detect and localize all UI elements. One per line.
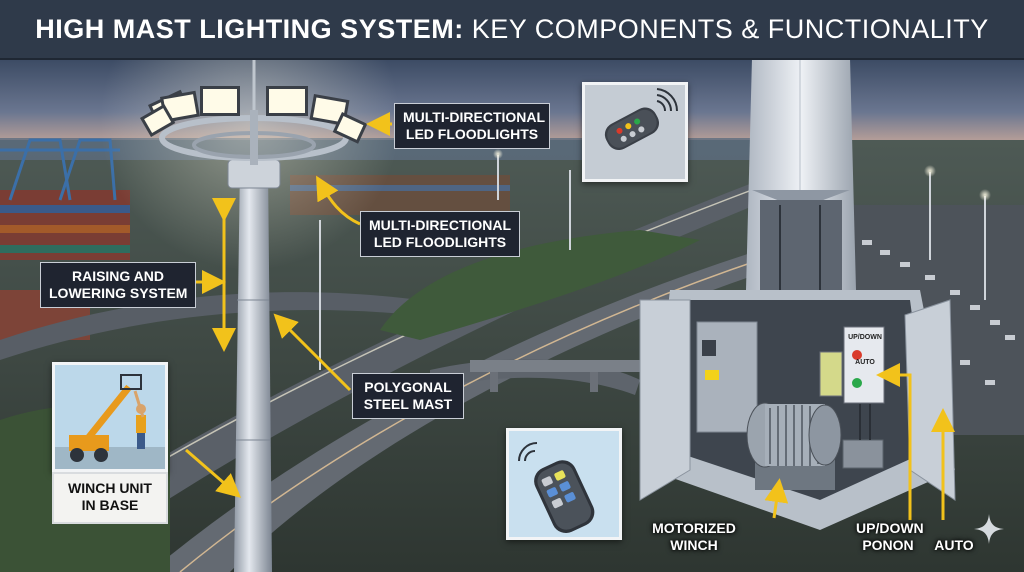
- label-line: WINCH UNIT: [68, 480, 152, 496]
- label-line: MULTI-DIRECTIONAL: [369, 217, 512, 233]
- page-title: HIGH MAST LIGHTING SYSTEM: KEY COMPONENT…: [35, 14, 989, 45]
- label-updown-ponon: UP/DOWN PONON: [848, 515, 928, 559]
- label-raising-lowering: RAISING AND LOWERING SYSTEM: [40, 262, 196, 308]
- high-mast-pole: [227, 58, 281, 572]
- callout-arrows: [185, 112, 955, 520]
- label-line: STEEL MAST: [363, 396, 453, 412]
- label-auto: AUTO: [924, 532, 984, 559]
- sparkle-icon: [974, 514, 1004, 544]
- title-bold: HIGH MAST LIGHTING SYSTEM:: [35, 13, 464, 44]
- title-bar: HIGH MAST LIGHTING SYSTEM: KEY COMPONENT…: [0, 0, 1024, 60]
- label-line: IN BASE: [81, 497, 139, 513]
- label-floodlights-top: MULTI-DIRECTIONAL LED FLOODLIGHTS: [394, 103, 550, 149]
- signal-waves-icon: [656, 88, 679, 112]
- remote-control-icon: [604, 88, 679, 151]
- label-line: RAISING AND: [71, 268, 165, 284]
- worker-inset: [52, 362, 168, 472]
- label-line: PONON: [862, 537, 914, 553]
- label-line: AUTO: [934, 537, 974, 553]
- worker-lift-illustration: [55, 374, 165, 469]
- label-polygonal-mast: POLYGONAL STEEL MAST: [352, 373, 464, 419]
- label-line: POLYGONAL: [364, 379, 452, 395]
- cutaway-mast: [746, 58, 856, 290]
- remote-control-icon: [518, 442, 595, 534]
- panel-updown: UP/DOWN: [848, 334, 882, 341]
- label-line: WINCH: [670, 537, 718, 553]
- label-line: MOTORIZED: [652, 520, 736, 536]
- label-winch-unit-in-base: WINCH UNIT IN BASE: [52, 472, 168, 524]
- control-panel-text: UP/DOWN AUTO: [845, 333, 885, 367]
- label-line: LED FLOODLIGHTS: [373, 234, 507, 250]
- label-line: UP/DOWN: [856, 520, 924, 536]
- label-line: MULTI-DIRECTIONAL: [403, 109, 546, 125]
- remote-inset-top: [582, 82, 688, 182]
- signal-waves-icon: [518, 442, 538, 462]
- label-line: LED FLOODLIGHTS: [405, 126, 539, 142]
- panel-auto: AUTO: [855, 359, 875, 366]
- label-line: LOWERING SYSTEM: [49, 285, 188, 301]
- floodlight-heads: [140, 86, 368, 144]
- title-rest: KEY COMPONENTS & FUNCTIONALITY: [471, 13, 989, 44]
- remote-inset-bottom: [506, 428, 622, 540]
- label-floodlights-mid: MULTI-DIRECTIONAL LED FLOODLIGHTS: [360, 211, 520, 257]
- winch-drum: [746, 402, 842, 490]
- label-motorized-winch: MOTORIZED WINCH: [640, 515, 748, 559]
